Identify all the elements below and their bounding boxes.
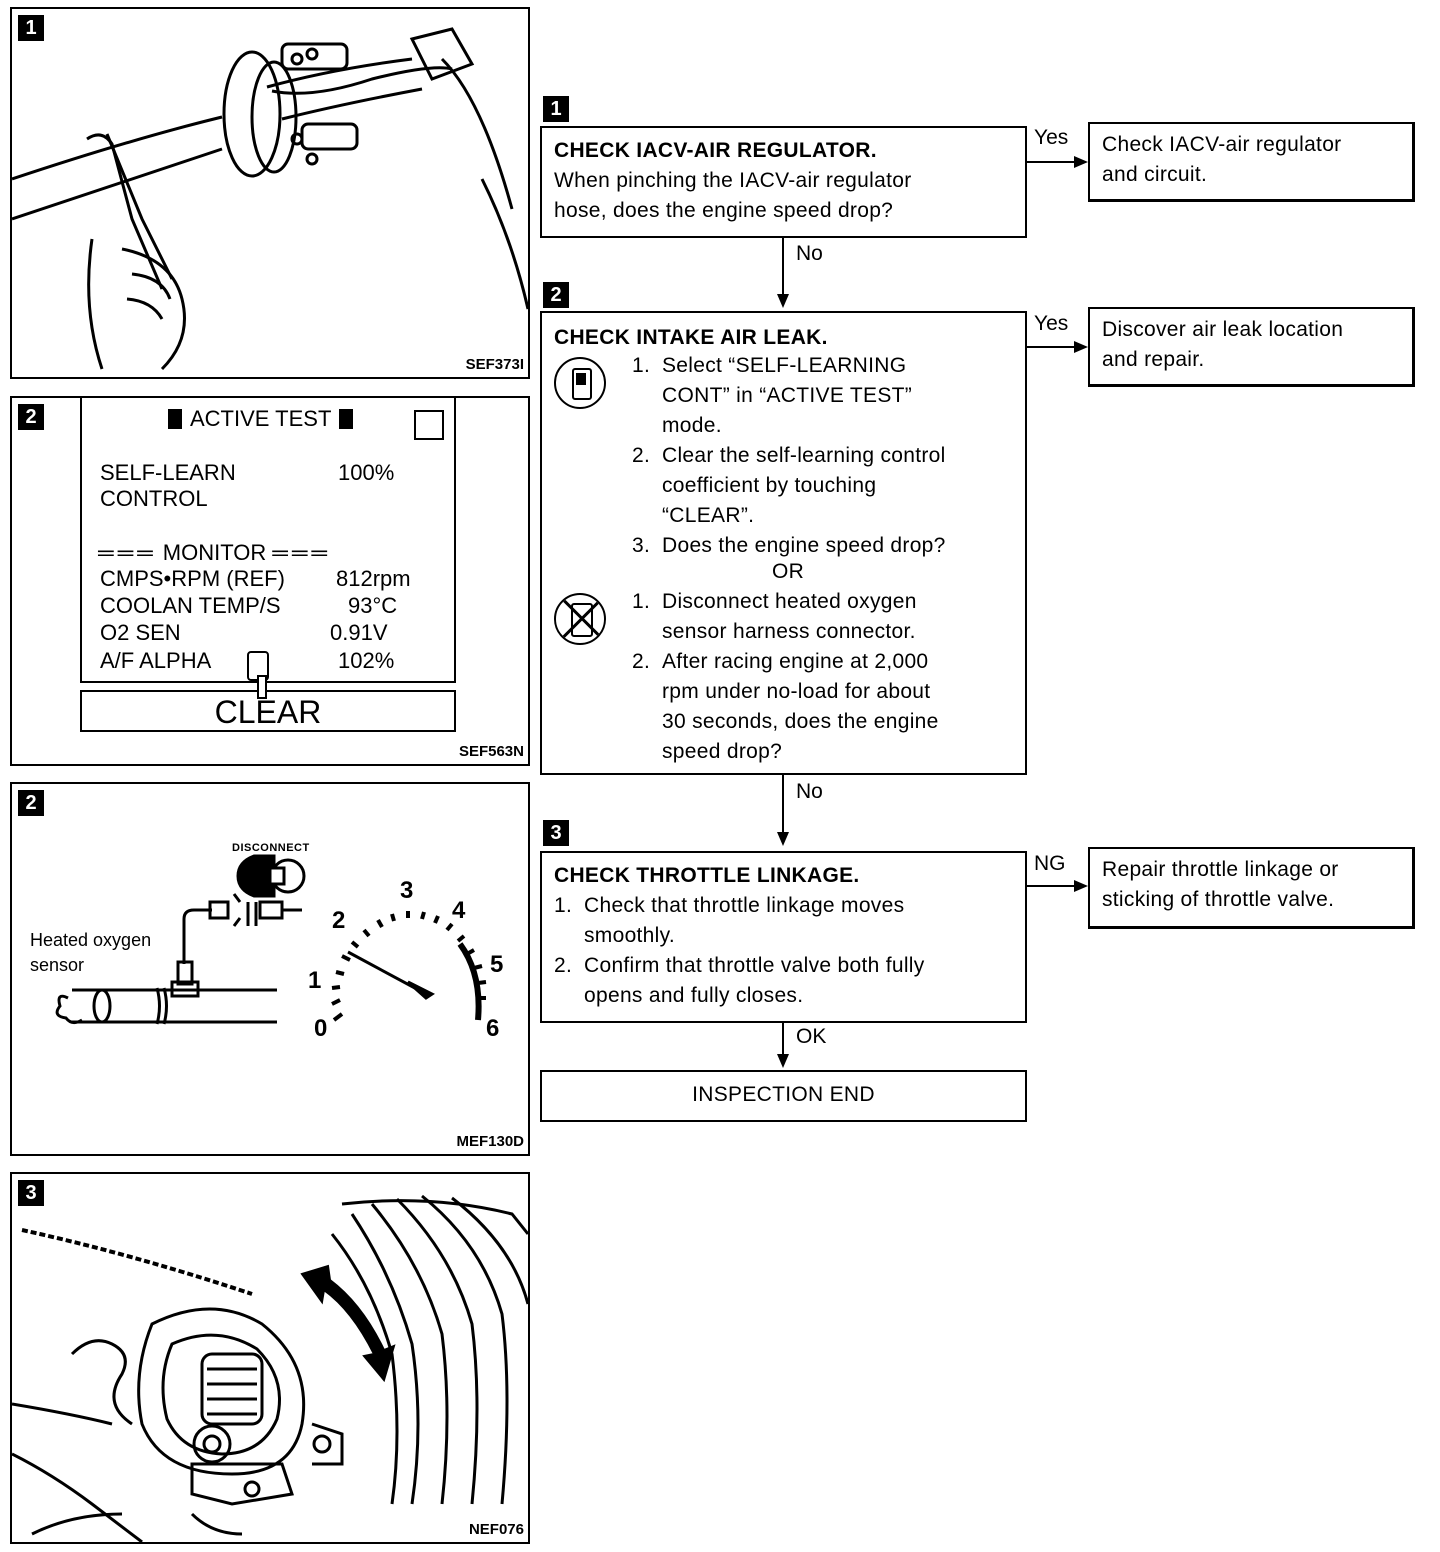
- step-3-tag: 3: [543, 820, 569, 846]
- step-2-yes-result: Discover air leak location and repair.: [1088, 307, 1415, 387]
- gauge-number-3: 3: [400, 877, 413, 904]
- screen-item-label-2: CONTROL: [100, 486, 208, 511]
- no-tools-icon: [554, 593, 606, 645]
- monitor-header: ═══ MONITOR ═══: [98, 540, 332, 565]
- gauge-number-6: 6: [486, 1015, 499, 1042]
- monitor-row-label-1: CMPS•RPM (REF): [100, 566, 285, 591]
- consult-screen: ACTIVE TEST SELF-LEARN 100% CONTROL ═══ …: [80, 398, 456, 683]
- figure-1-panel: 1 SEF373I: [10, 7, 530, 379]
- step-2-title: CHECK INTAKE AIR LEAK.: [554, 326, 828, 349]
- clear-button-label: CLEAR: [214, 694, 322, 730]
- throttle-linkage-illustration: [12, 1194, 528, 1542]
- step-2-box: CHECK INTAKE AIR LEAK. 1. Select “SELF-L…: [540, 311, 1027, 775]
- clear-button[interactable]: CLEAR: [80, 690, 456, 732]
- consult-tester-icon: [554, 357, 606, 409]
- or-separator: OR: [766, 557, 811, 587]
- step-3-title: CHECK THROTTLE LINKAGE.: [554, 864, 860, 887]
- inspection-end-label: INSPECTION END: [692, 1083, 875, 1106]
- figure-4-tag: 3: [18, 1180, 44, 1206]
- disconnect-label: DISCONNECT: [232, 842, 310, 854]
- step-3-item-2: 2. Confirm that throttle valve both full…: [554, 954, 925, 1007]
- sensor-label-line1: Heated oxygen: [30, 930, 152, 950]
- monitor-row-label-4: A/F ALPHA: [100, 648, 212, 673]
- figure-3-panel: 2 DISCONNECT Heated oxygen sensor: [10, 782, 530, 1156]
- figure-3-code: MEF130D: [456, 1133, 524, 1150]
- step-3-ng-result: Repair throttle linkage or sticking of t…: [1088, 847, 1415, 929]
- title-marker-right: [339, 409, 354, 429]
- step-3-ng-result-line-1: Repair throttle linkage or: [1102, 858, 1339, 881]
- figure-3-tag: 2: [18, 790, 44, 816]
- step-3-ok-label: OK: [796, 1025, 827, 1048]
- motion-arrow-icon: [300, 1264, 396, 1383]
- gauge-number-4: 4: [452, 897, 466, 924]
- step-1-yes-label: Yes: [1034, 126, 1069, 149]
- step-3-box: CHECK THROTTLE LINKAGE. 1. Check that th…: [540, 851, 1027, 1023]
- step-1-title: CHECK IACV-AIR REGULATOR.: [554, 139, 877, 162]
- sensor-label-line2: sensor: [30, 955, 85, 975]
- step-3-ng-result-line-2: sticking of throttle valve.: [1102, 888, 1335, 911]
- finger-pointer-icon: [247, 651, 269, 699]
- screen-corner-box[interactable]: [414, 410, 444, 440]
- step-1-yes-result-line-2: and circuit.: [1102, 163, 1208, 186]
- step-1-box: CHECK IACV-AIR REGULATOR. When pinching …: [540, 126, 1027, 238]
- figure-1-tag: 1: [18, 15, 44, 41]
- step-1-yes-result-line-1: Check IACV-air regulator: [1102, 133, 1342, 156]
- figure-2-code: SEF563N: [458, 743, 524, 760]
- monitor-row-value-1: 812rpm: [336, 566, 411, 591]
- sensor-and-tachometer-illustration: 0 1 2 3 4 5 6: [55, 854, 503, 1042]
- gauge-number-1: 1: [308, 967, 321, 994]
- monitor-row-value-2: 93°C: [348, 593, 398, 618]
- screen-item-value-1: 100%: [338, 460, 395, 485]
- figure-2-tag: 2: [18, 404, 44, 430]
- gauge-number-5: 5: [490, 951, 503, 978]
- monitor-row-value-3: 0.91V: [330, 620, 388, 645]
- step-2-tag: 2: [543, 282, 569, 308]
- step-1-tag: 1: [543, 96, 569, 122]
- step-3-ng-label: NG: [1034, 852, 1066, 875]
- gauge-number-0: 0: [314, 1015, 327, 1042]
- step-1-line-1: When pinching the IACV-air regulator: [554, 169, 912, 192]
- title-marker-left: [168, 409, 182, 429]
- figure-4-code: NEF076: [468, 1521, 524, 1538]
- step-1-no-label: No: [796, 242, 823, 265]
- monitor-row-label-2: COOLAN TEMP/S: [100, 593, 281, 618]
- step-2-yes-label: Yes: [1034, 312, 1069, 335]
- gauge-number-2: 2: [332, 907, 345, 934]
- screen-title-row: ACTIVE TEST: [168, 406, 354, 432]
- screen-title: ACTIVE TEST: [190, 406, 332, 431]
- step-1-yes-result: Check IACV-air regulator and circuit.: [1088, 122, 1415, 202]
- monitor-row-value-4: 102%: [338, 648, 395, 673]
- monitor-label: MONITOR: [162, 540, 267, 565]
- pinching-hose-illustration: [12, 27, 528, 371]
- step-2-a-item-3: 3. Does the engine speed drop?: [632, 534, 946, 557]
- figure-2-panel: 2 ACTIVE TEST SELF-LEARN 100% CONTROL ══…: [10, 396, 530, 766]
- inspection-end-box: INSPECTION END: [540, 1070, 1027, 1122]
- step-2-no-label: No: [796, 780, 823, 803]
- step-2-yes-result-line-1: Discover air leak location: [1102, 318, 1344, 341]
- figure-4-panel: 3 NEF076: [10, 1172, 530, 1544]
- step-2-yes-result-line-2: and repair.: [1102, 348, 1205, 371]
- figure-1-code: SEF373I: [465, 356, 524, 373]
- step-1-line-2: hose, does the engine speed drop?: [554, 199, 894, 222]
- screen-item-label-1: SELF-LEARN: [100, 460, 236, 485]
- monitor-row-label-3: O2 SEN: [100, 620, 181, 645]
